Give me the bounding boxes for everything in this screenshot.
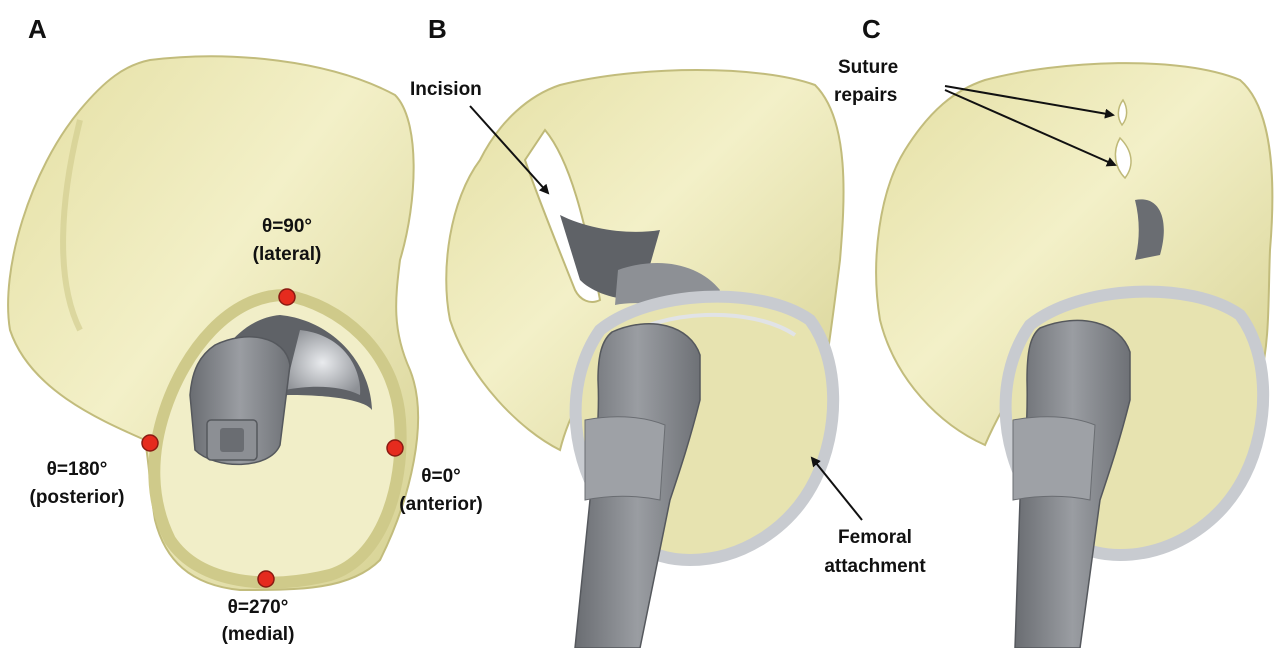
label-anterior-angle: θ=0° (421, 466, 461, 487)
label-lateral-angle: θ=90° (262, 216, 312, 237)
label-suture-line2: repairs (834, 85, 897, 106)
arrow-femoral (812, 458, 862, 520)
panel-a-letter: A (28, 14, 47, 44)
label-suture-line1: Suture (838, 57, 898, 78)
marker-medial (258, 571, 274, 587)
label-femoral-line2: attachment (824, 556, 926, 577)
label-incision: Incision (410, 79, 482, 100)
label-medial-angle: θ=270° (228, 597, 289, 618)
marker-lateral (279, 289, 295, 305)
label-posterior-region: (posterior) (30, 487, 125, 508)
panel-b: B Incision Femoral attachment (410, 14, 926, 648)
marker-anterior (387, 440, 403, 456)
panel-c-letter: C (862, 14, 881, 44)
panel-a: A θ=90° (lateral) θ=180° (posterior) θ=0… (8, 14, 483, 645)
label-femoral-line1: Femoral (838, 527, 912, 548)
label-medial-region: (medial) (222, 624, 295, 645)
marker-posterior (142, 435, 158, 451)
panel-c: C Suture repairs (834, 14, 1272, 648)
label-anterior-region: (anterior) (399, 494, 482, 515)
panel-b-letter: B (428, 14, 447, 44)
label-lateral-region: (lateral) (253, 244, 322, 265)
label-posterior-angle: θ=180° (47, 459, 108, 480)
